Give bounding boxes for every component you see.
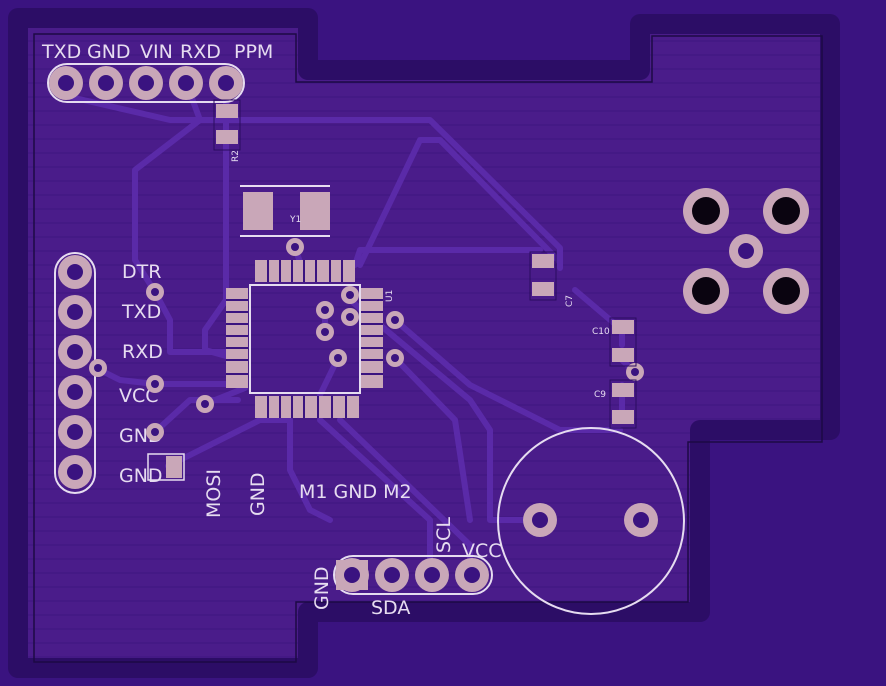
refdes-c10: C10 [592,327,610,337]
header-top-label-3: VIN [140,41,173,63]
refdes-r2: R2 [231,150,241,162]
header-left-label-6: GND [119,465,163,487]
bottom-labels: MOSI GND M1 GND M2 GND SDA SCL VCC [203,469,502,619]
header-top-label-5: PPM [234,41,273,63]
capacitor-c9: C9 [594,379,637,429]
smd-pad-left [147,453,185,481]
label-gnd-bottom: GND [247,472,269,516]
header-top-label-1: TXD [41,41,81,63]
refdes-u1: U1 [385,290,395,302]
label-i2c-gnd: GND [311,566,333,610]
header-top [47,63,245,103]
header-top-label-2: GND [87,41,131,63]
crystal-y1: Y1 [240,185,330,237]
header-top-labels: TXD GND VIN RXD PPM [41,41,273,63]
board-outline [33,33,823,663]
header-left-label-4: VCC [119,385,159,407]
label-i2c-sda: SDA [371,597,410,619]
label-i2c-scl: SCL [433,517,455,553]
buzzer [497,427,685,615]
header-left-label-1: DTR [122,261,161,283]
resistor-r2: R2 [213,99,241,162]
label-mosi: MOSI [203,469,225,518]
mounting-holes [683,188,809,314]
label-motor: M1 GND M2 [299,481,412,503]
header-left-label-2: TXD [121,301,161,323]
label-i2c-vcc: VCC [462,540,502,562]
capacitor-c10: C10 [592,317,637,367]
header-left [54,252,96,494]
refdes-c9: C9 [594,390,606,400]
capacitor-c7: C7 [529,251,575,307]
refdes-c7: C7 [565,295,575,307]
microcontroller-u1: U1 [226,260,395,418]
header-left-label-3: RXD [122,341,163,363]
refdes-y1: Y1 [289,215,301,225]
header-left-labels: DTR TXD RXD VCC GND GND [119,261,163,487]
header-top-label-4: RXD [180,41,221,63]
header-i2c [333,555,493,595]
